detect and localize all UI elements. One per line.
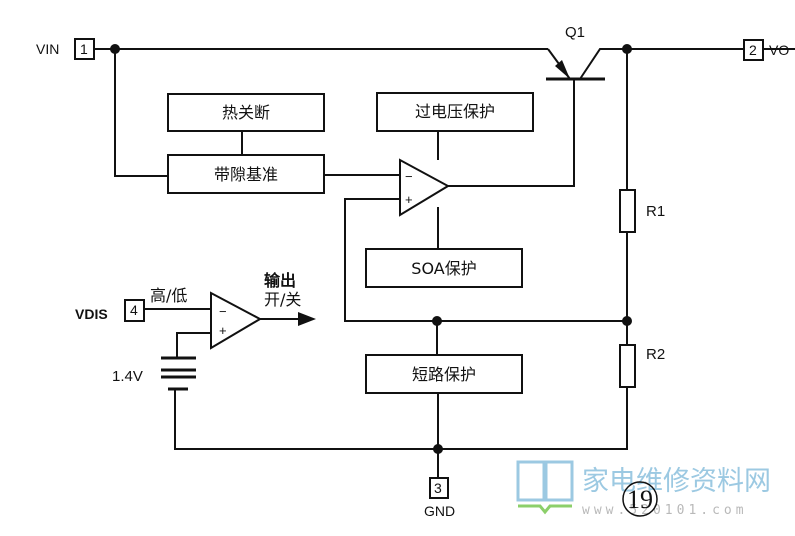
block-soa-protection — [365, 248, 523, 288]
pin-gnd-number: 3 — [434, 480, 442, 496]
watermark-book-left-icon — [516, 460, 546, 502]
block-overvoltage-protection-label: 过电压保护 — [415, 102, 495, 121]
pin-vin-number: 1 — [80, 41, 88, 57]
resistor-r2 — [619, 344, 636, 388]
block-short-circuit-protection-label: 短路保护 — [412, 365, 476, 384]
vdis-input-label: 高/低 — [150, 286, 187, 305]
pin-vo-box — [743, 39, 764, 61]
transistor-q1-label: Q1 — [565, 24, 585, 41]
pin-gnd: 3 GND — [424, 477, 455, 519]
disable-comparator-triangle — [210, 291, 263, 350]
feedback-wire — [344, 198, 627, 322]
pin-vin: VIN 1 — [36, 38, 95, 60]
block-bandgap-reference-label: 带隙基准 — [214, 165, 278, 184]
pin-gnd-label: GND — [424, 503, 455, 519]
disable-comparator-minus: − — [219, 304, 227, 319]
error-amplifier-minus: − — [405, 169, 413, 184]
pin-gnd-box — [429, 477, 449, 499]
pin-vin-label: VIN — [36, 41, 59, 57]
pin-vdis-label: VDIS — [75, 306, 108, 322]
output-label-line2: 开/关 — [264, 290, 301, 309]
output-arrow-icon — [298, 312, 316, 326]
vin-to-bandgap-wire — [114, 49, 168, 177]
pin-vdis-number: 4 — [130, 302, 138, 318]
error-amplifier-plus: + — [405, 192, 413, 207]
battery-1-4v: 1.4V — [112, 356, 196, 391]
disable-comparator-plus: + — [219, 323, 227, 338]
comparator-to-battery-wire — [176, 332, 211, 358]
resistor-r2-label: R2 — [646, 346, 665, 363]
disable-comparator: − + — [210, 291, 263, 350]
q1-emitter-arrow-icon — [555, 60, 570, 79]
pin-vdis-box — [124, 299, 145, 322]
figure-number: 19 — [627, 485, 653, 514]
pin-vo-label: VO — [769, 42, 789, 58]
watermark-site-name: 家电维修资料网 — [582, 466, 771, 497]
error-amplifier-triangle — [399, 158, 451, 217]
pin-vo-number: 2 — [749, 42, 757, 58]
divider-junction-dot — [622, 316, 632, 326]
battery-label: 1.4V — [112, 368, 143, 385]
figure-number-circle — [622, 481, 658, 517]
watermark-url: www.520101.com — [582, 503, 748, 518]
resistor-r1-label: R1 — [646, 203, 665, 220]
ground-rail-wire — [174, 387, 628, 450]
block-short-circuit-protection — [365, 354, 523, 394]
resistor-r1 — [619, 189, 636, 233]
output-label-line1: 输出 — [264, 271, 296, 290]
pin-vdis: VDIS 4 — [75, 299, 145, 322]
watermark: 家电维修资料网 www.520101.com — [516, 460, 771, 518]
pin-vo: 2 VO — [743, 39, 789, 61]
error-amplifier: − + — [399, 158, 451, 217]
watermark-book-right-icon — [544, 460, 574, 502]
watermark-book-base-icon — [518, 504, 572, 515]
block-thermal-shutdown-label: 热关断 — [222, 103, 270, 122]
q1-base-to-opamp-wire — [448, 79, 575, 187]
block-thermal-shutdown — [167, 93, 325, 132]
block-overvoltage-protection — [376, 92, 534, 132]
block-soa-protection-label: SOA保护 — [411, 259, 476, 278]
